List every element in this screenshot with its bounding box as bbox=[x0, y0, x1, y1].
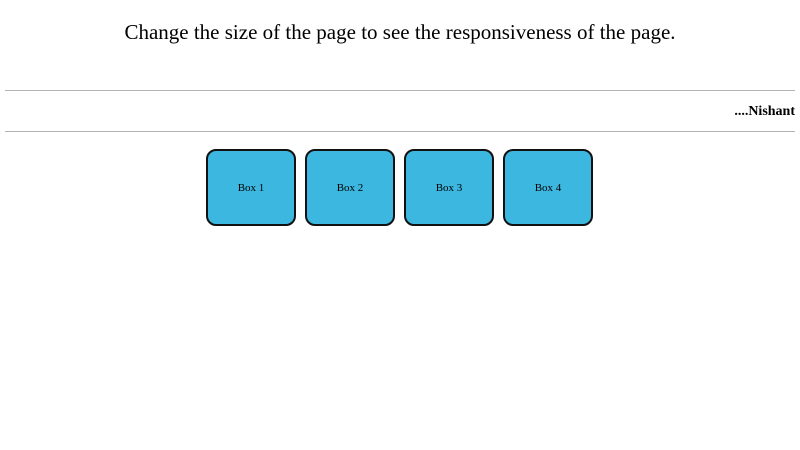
box-3: Box 3 bbox=[404, 149, 494, 226]
box-label: Box 3 bbox=[435, 181, 463, 194]
divider-bottom bbox=[5, 131, 795, 132]
author-signature: ....Nishant bbox=[734, 104, 795, 119]
box-4: Box 4 bbox=[503, 149, 593, 226]
box-label: Box 2 bbox=[336, 181, 364, 194]
page-heading: Change the size of the page to see the r… bbox=[124, 20, 676, 44]
divider-top bbox=[5, 90, 795, 91]
box-label: Box 4 bbox=[534, 181, 562, 194]
box-label: Box 1 bbox=[237, 181, 265, 194]
box-2: Box 2 bbox=[305, 149, 395, 226]
box-1: Box 1 bbox=[206, 149, 296, 226]
box-container: Box 1 Box 2 Box 3 Box 4 bbox=[206, 149, 593, 226]
